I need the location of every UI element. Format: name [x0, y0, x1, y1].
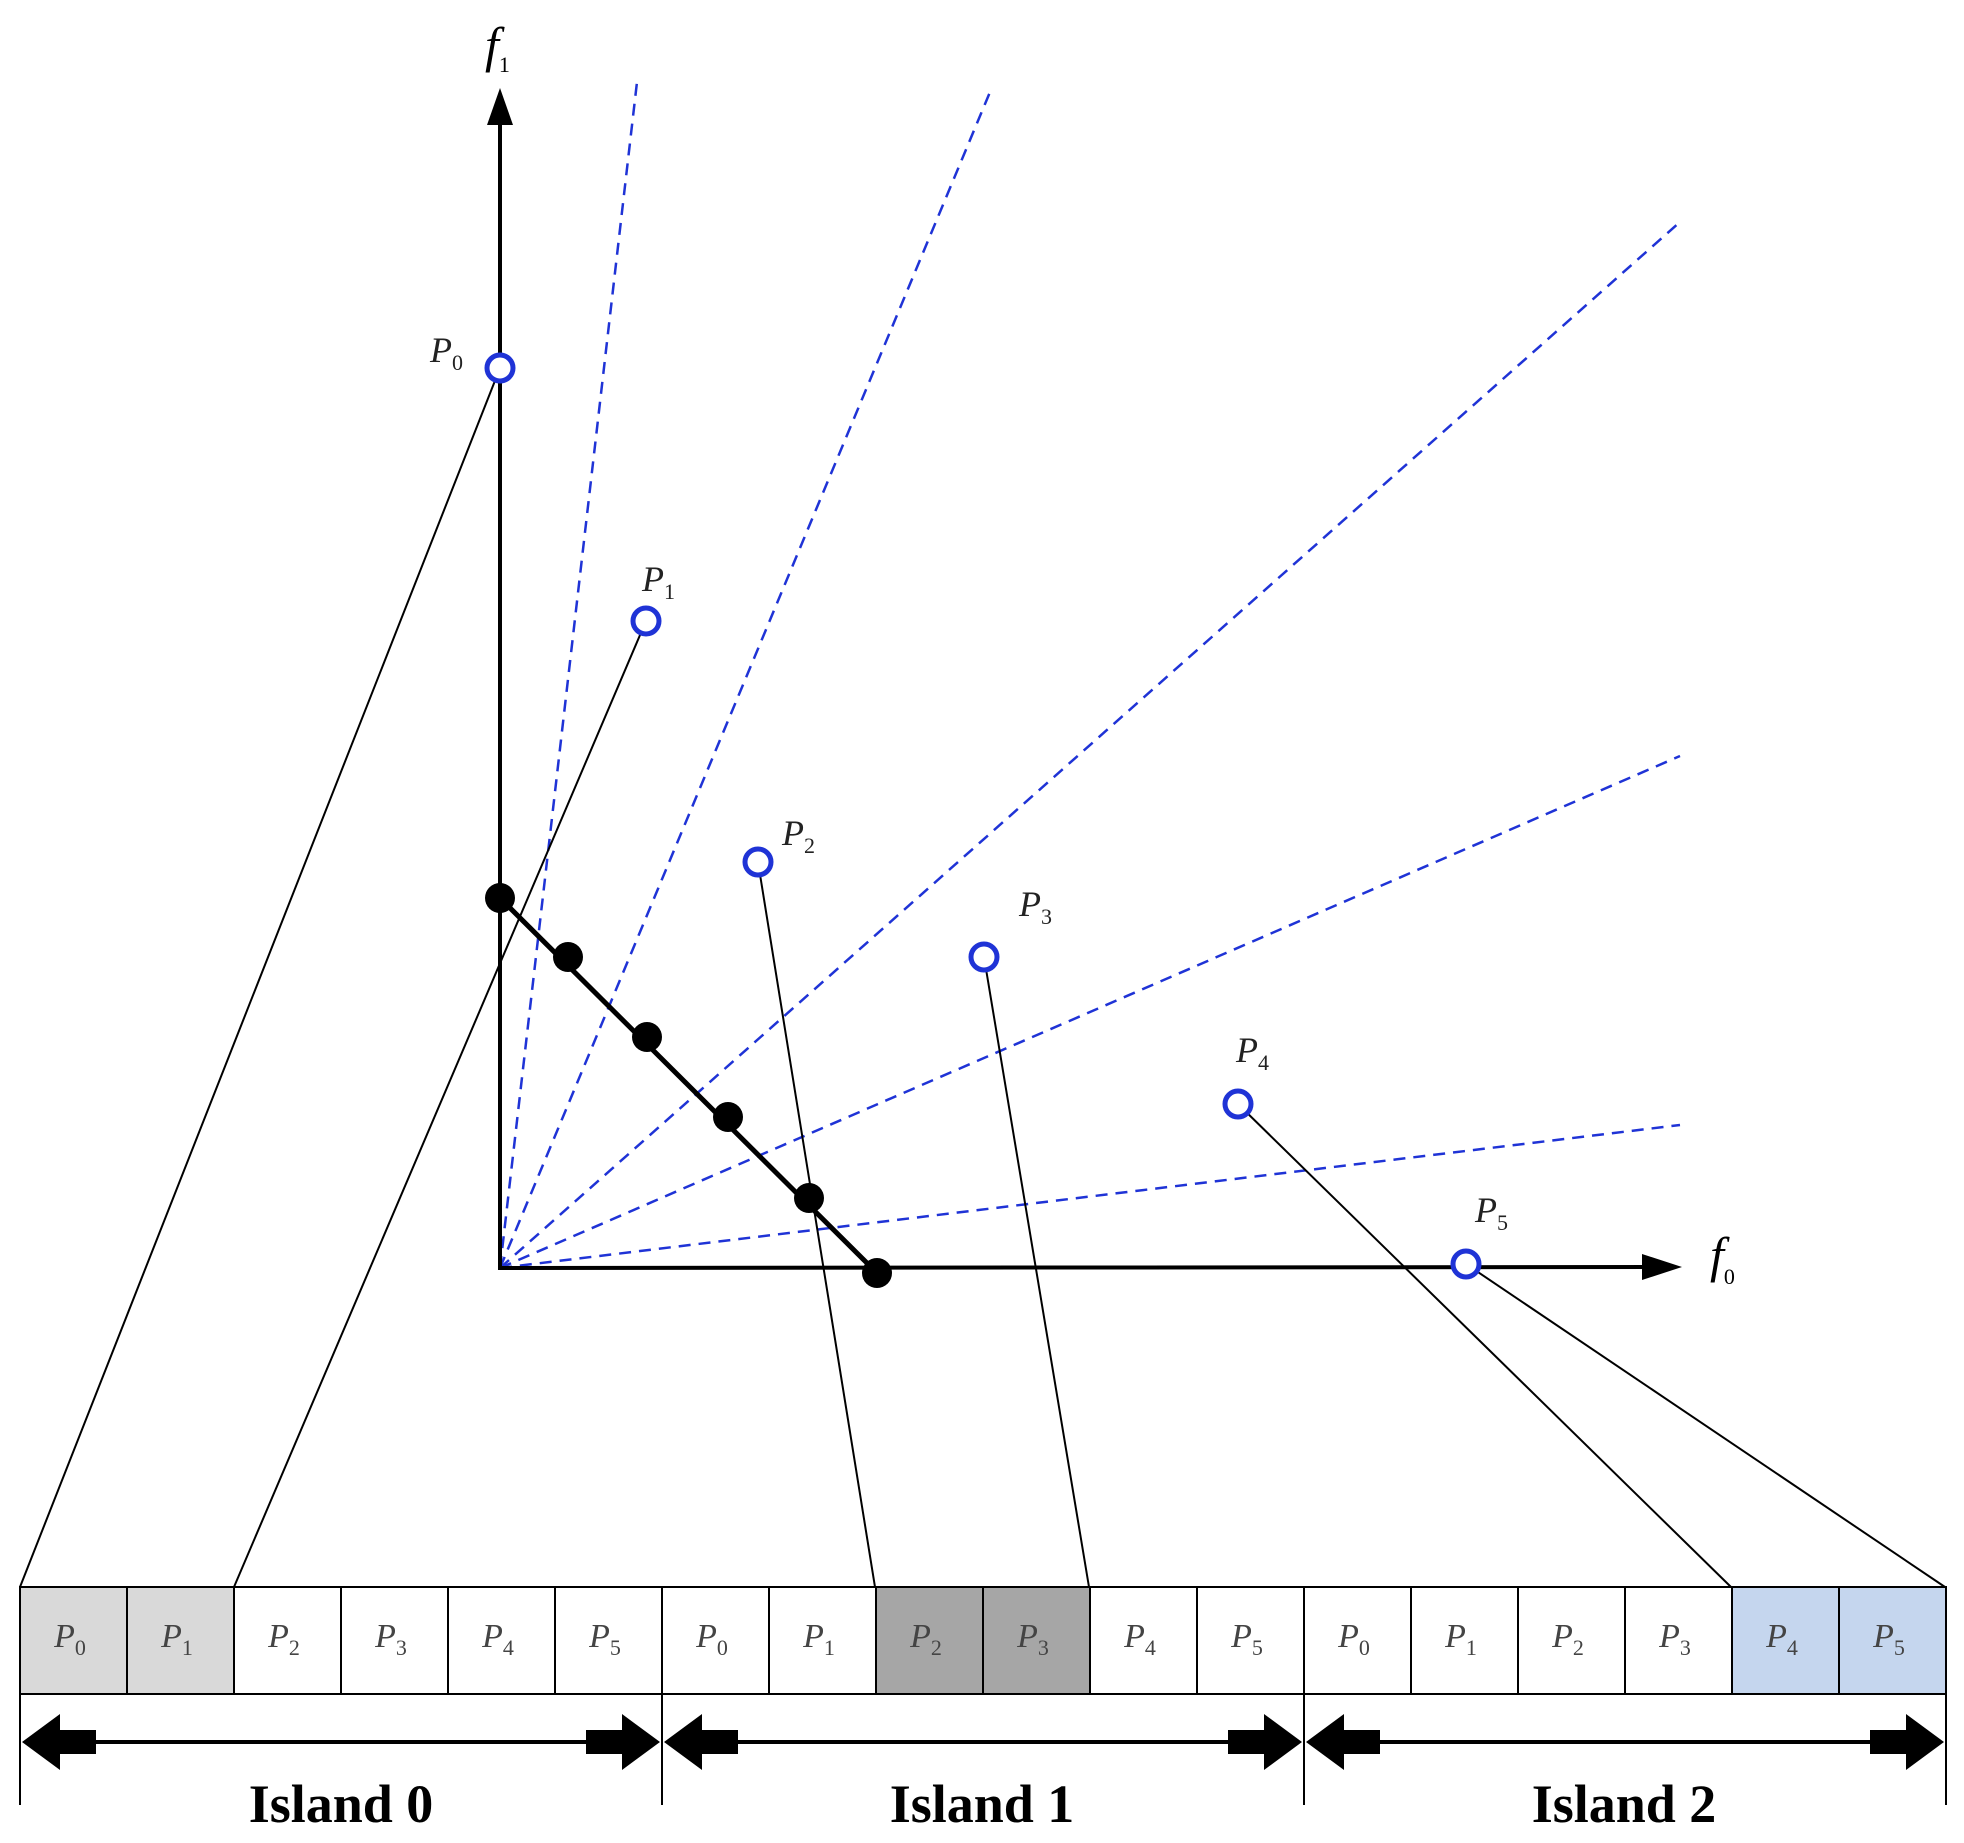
island-0-cell-1 — [126, 1586, 235, 1695]
reference-point-p5 — [1450, 1248, 1482, 1280]
island-2-cell-5 — [1838, 1586, 1947, 1695]
island-2-cell-3 — [1624, 1586, 1733, 1695]
island-1-cell-5 — [1196, 1586, 1305, 1695]
island-0-cell-5 — [554, 1586, 663, 1695]
pareto-points — [485, 883, 892, 1288]
reference-point-labels: P0 P1 P2 P3 P4 P5 — [429, 330, 1508, 1235]
island-1-cell-1-label: P1 — [802, 1618, 835, 1660]
island-2-cell-4 — [1731, 1586, 1840, 1695]
island-label-2: Island 2 — [1532, 1774, 1717, 1834]
island-2-arrowhead-right — [1870, 1714, 1944, 1770]
pareto-point — [485, 883, 515, 913]
reference-point-p2 — [742, 846, 774, 878]
island-2-cell-0-label: P0 — [1337, 1618, 1370, 1660]
connector-p2 — [757, 861, 876, 1588]
connector-p3 — [983, 956, 1090, 1588]
island-1-cell-5-label: P5 — [1230, 1618, 1263, 1660]
connector-p1 — [233, 620, 647, 1588]
island-2-cell-1 — [1410, 1586, 1519, 1695]
island-0-cell-3-label: P3 — [374, 1618, 407, 1660]
island-spans — [19, 1694, 1947, 1805]
island-0-cell-0-label: P0 — [53, 1618, 86, 1660]
island-1-cell-4-label: P4 — [1123, 1618, 1156, 1660]
reference-line-0 — [498, 81, 639, 1269]
island-1-cell-3-label: P3 — [1016, 1618, 1049, 1660]
island-2-arrowhead-left — [1306, 1714, 1380, 1770]
y-axis-arrowhead — [487, 88, 513, 125]
island-1-arrowhead-right — [1228, 1714, 1302, 1770]
reference-direction-lines — [498, 81, 1681, 1270]
pareto-point — [632, 1022, 662, 1052]
island-2-cell-2 — [1517, 1586, 1626, 1695]
reference-line-3 — [499, 754, 1681, 1270]
island-2-cell-2-label: P2 — [1551, 1618, 1584, 1660]
island-2-cell-3-label: P3 — [1658, 1618, 1691, 1660]
island-cells-row: P0 P1 P2 P3 P4 P5 P0 P1 P2 P3 P4 P5 P0 P1 P2 P3 P4 P5 — [19, 1586, 1947, 1695]
reference-line-2 — [499, 221, 1681, 1269]
island-0-cell-4-label: P4 — [481, 1618, 514, 1660]
connector-p4 — [1237, 1103, 1732, 1588]
pareto-point — [713, 1102, 743, 1132]
reference-points — [484, 352, 1482, 1280]
reference-line-1 — [498, 91, 992, 1269]
point-label-p0: P0 — [429, 330, 463, 375]
island-1-cell-4 — [1089, 1586, 1198, 1695]
axes — [497, 115, 1651, 1270]
island-1-cell-1 — [768, 1586, 877, 1695]
island-0-arrowhead-right — [586, 1714, 660, 1770]
reference-line-4 — [499, 1123, 1681, 1270]
point-label-p4: P4 — [1235, 1030, 1269, 1075]
island-2-cell-1-label: P1 — [1444, 1618, 1477, 1660]
point-label-p5: P5 — [1474, 1190, 1508, 1235]
y-axis-label: f1 — [485, 17, 510, 77]
island-0-arrowhead-left — [22, 1714, 96, 1770]
x-axis-label: f0 — [1710, 1227, 1735, 1289]
connector-p5 — [1465, 1263, 1946, 1588]
connector-lines — [19, 367, 1946, 1588]
pareto-point — [553, 942, 583, 972]
island-0-cell-1-label: P1 — [160, 1618, 193, 1660]
island-label-0: Island 0 — [249, 1774, 434, 1834]
point-label-p1: P1 — [641, 559, 675, 604]
island-1-arrowhead-left — [664, 1714, 738, 1770]
pareto-point — [794, 1183, 824, 1213]
island-1-cell-0 — [661, 1586, 770, 1695]
island-1-cell-2-label: P2 — [909, 1618, 942, 1660]
reference-point-p1 — [630, 605, 662, 637]
island-labels: Island 0 Island 1 Island 2 — [249, 1774, 1717, 1834]
x-axis-arrowhead — [1642, 1254, 1682, 1280]
reference-point-p4 — [1222, 1088, 1254, 1120]
reference-point-p3 — [968, 941, 1000, 973]
island-0-cell-5-label: P5 — [588, 1618, 621, 1660]
island-1-cell-0-label: P0 — [695, 1618, 728, 1660]
island-2-cell-4-label: P4 — [1765, 1618, 1798, 1660]
reference-point-p0 — [484, 352, 516, 384]
island-0-cell-4 — [447, 1586, 556, 1695]
island-0-cell-2-label: P2 — [267, 1618, 300, 1660]
connector-p0 — [19, 367, 501, 1588]
island-label-1: Island 1 — [890, 1774, 1075, 1834]
pareto-point — [862, 1258, 892, 1288]
point-label-p3: P3 — [1018, 884, 1052, 929]
island-2-cell-5-label: P5 — [1872, 1618, 1905, 1660]
point-label-p2: P2 — [781, 813, 815, 858]
